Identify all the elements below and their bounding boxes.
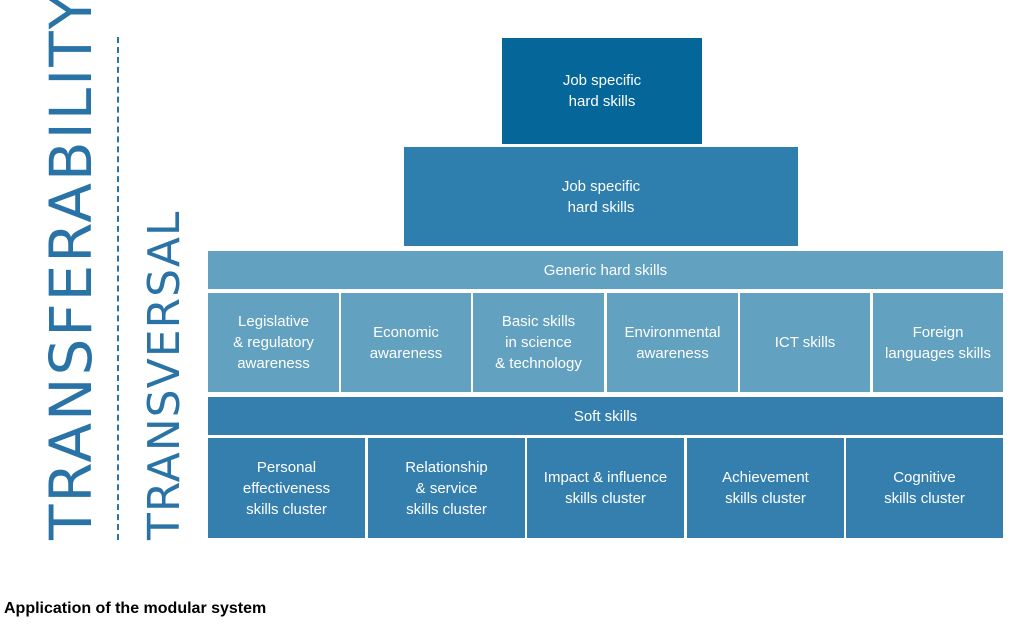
- generic-skill-box: Environmental awareness: [607, 293, 738, 392]
- soft-skills-header: Soft skills: [208, 397, 1003, 435]
- generic-skill-box: Foreign languages skills: [873, 293, 1003, 392]
- generic-skill-box: Legislative & regulatory awareness: [208, 293, 339, 392]
- job-specific-hard-skills-second: Job specific hard skills: [404, 147, 798, 246]
- generic-skill-box: Basic skills in science & technology: [473, 293, 604, 392]
- dashed-divider: [117, 37, 119, 540]
- soft-skill-box: Relationship & service skills cluster: [368, 438, 525, 538]
- job-specific-hard-skills-top: Job specific hard skills: [502, 38, 702, 144]
- soft-skill-box: Impact & influence skills cluster: [527, 438, 684, 538]
- generic-hard-skills-header: Generic hard skills: [208, 251, 1003, 289]
- generic-skill-box: ICT skills: [740, 293, 870, 392]
- transversal-axis-label: TRANSVERSAL: [139, 210, 190, 540]
- soft-skill-box: Personal effectiveness skills cluster: [208, 438, 365, 538]
- soft-skill-box: Cognitive skills cluster: [846, 438, 1003, 538]
- generic-skill-box: Economic awareness: [341, 293, 471, 392]
- figure-caption: Application of the modular system: [4, 600, 267, 617]
- transferability-axis-label: TRANSFERABILITY: [37, 0, 105, 540]
- soft-skill-box: Achievement skills cluster: [687, 438, 844, 538]
